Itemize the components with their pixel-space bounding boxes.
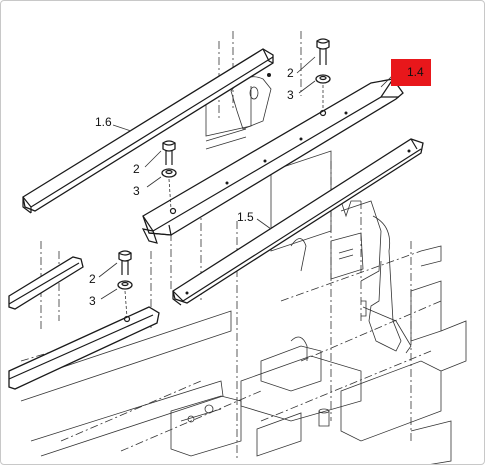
part-1-5-rail	[172, 138, 424, 306]
callout-labels: 1.4 1.5 1.6 2 3 2 3 2 3	[89, 65, 424, 308]
bolt-set-c	[117, 250, 133, 318]
callout-bolt-a[interactable]: 2	[287, 66, 294, 80]
callout-washer-a[interactable]: 3	[287, 88, 294, 102]
bolt-set-b	[161, 140, 177, 210]
highlight-box-1-4	[391, 59, 431, 86]
callout-washer-c[interactable]: 3	[89, 294, 96, 308]
callout-1-4[interactable]: 1.4	[407, 65, 424, 79]
part-1-6-rail	[22, 48, 274, 214]
callout-1-6[interactable]: 1.6	[95, 115, 112, 129]
callout-washer-b[interactable]: 3	[133, 184, 140, 198]
leader-lines	[98, 56, 394, 300]
part-1-4-channel	[141, 78, 404, 244]
lower-left-rails	[8, 256, 160, 390]
callout-1-5[interactable]: 1.5	[237, 210, 254, 224]
callout-bolt-b[interactable]: 2	[133, 162, 140, 176]
background-frame	[20, 31, 467, 464]
bolt-set-a	[315, 38, 331, 111]
callout-bolt-c[interactable]: 2	[89, 272, 96, 286]
